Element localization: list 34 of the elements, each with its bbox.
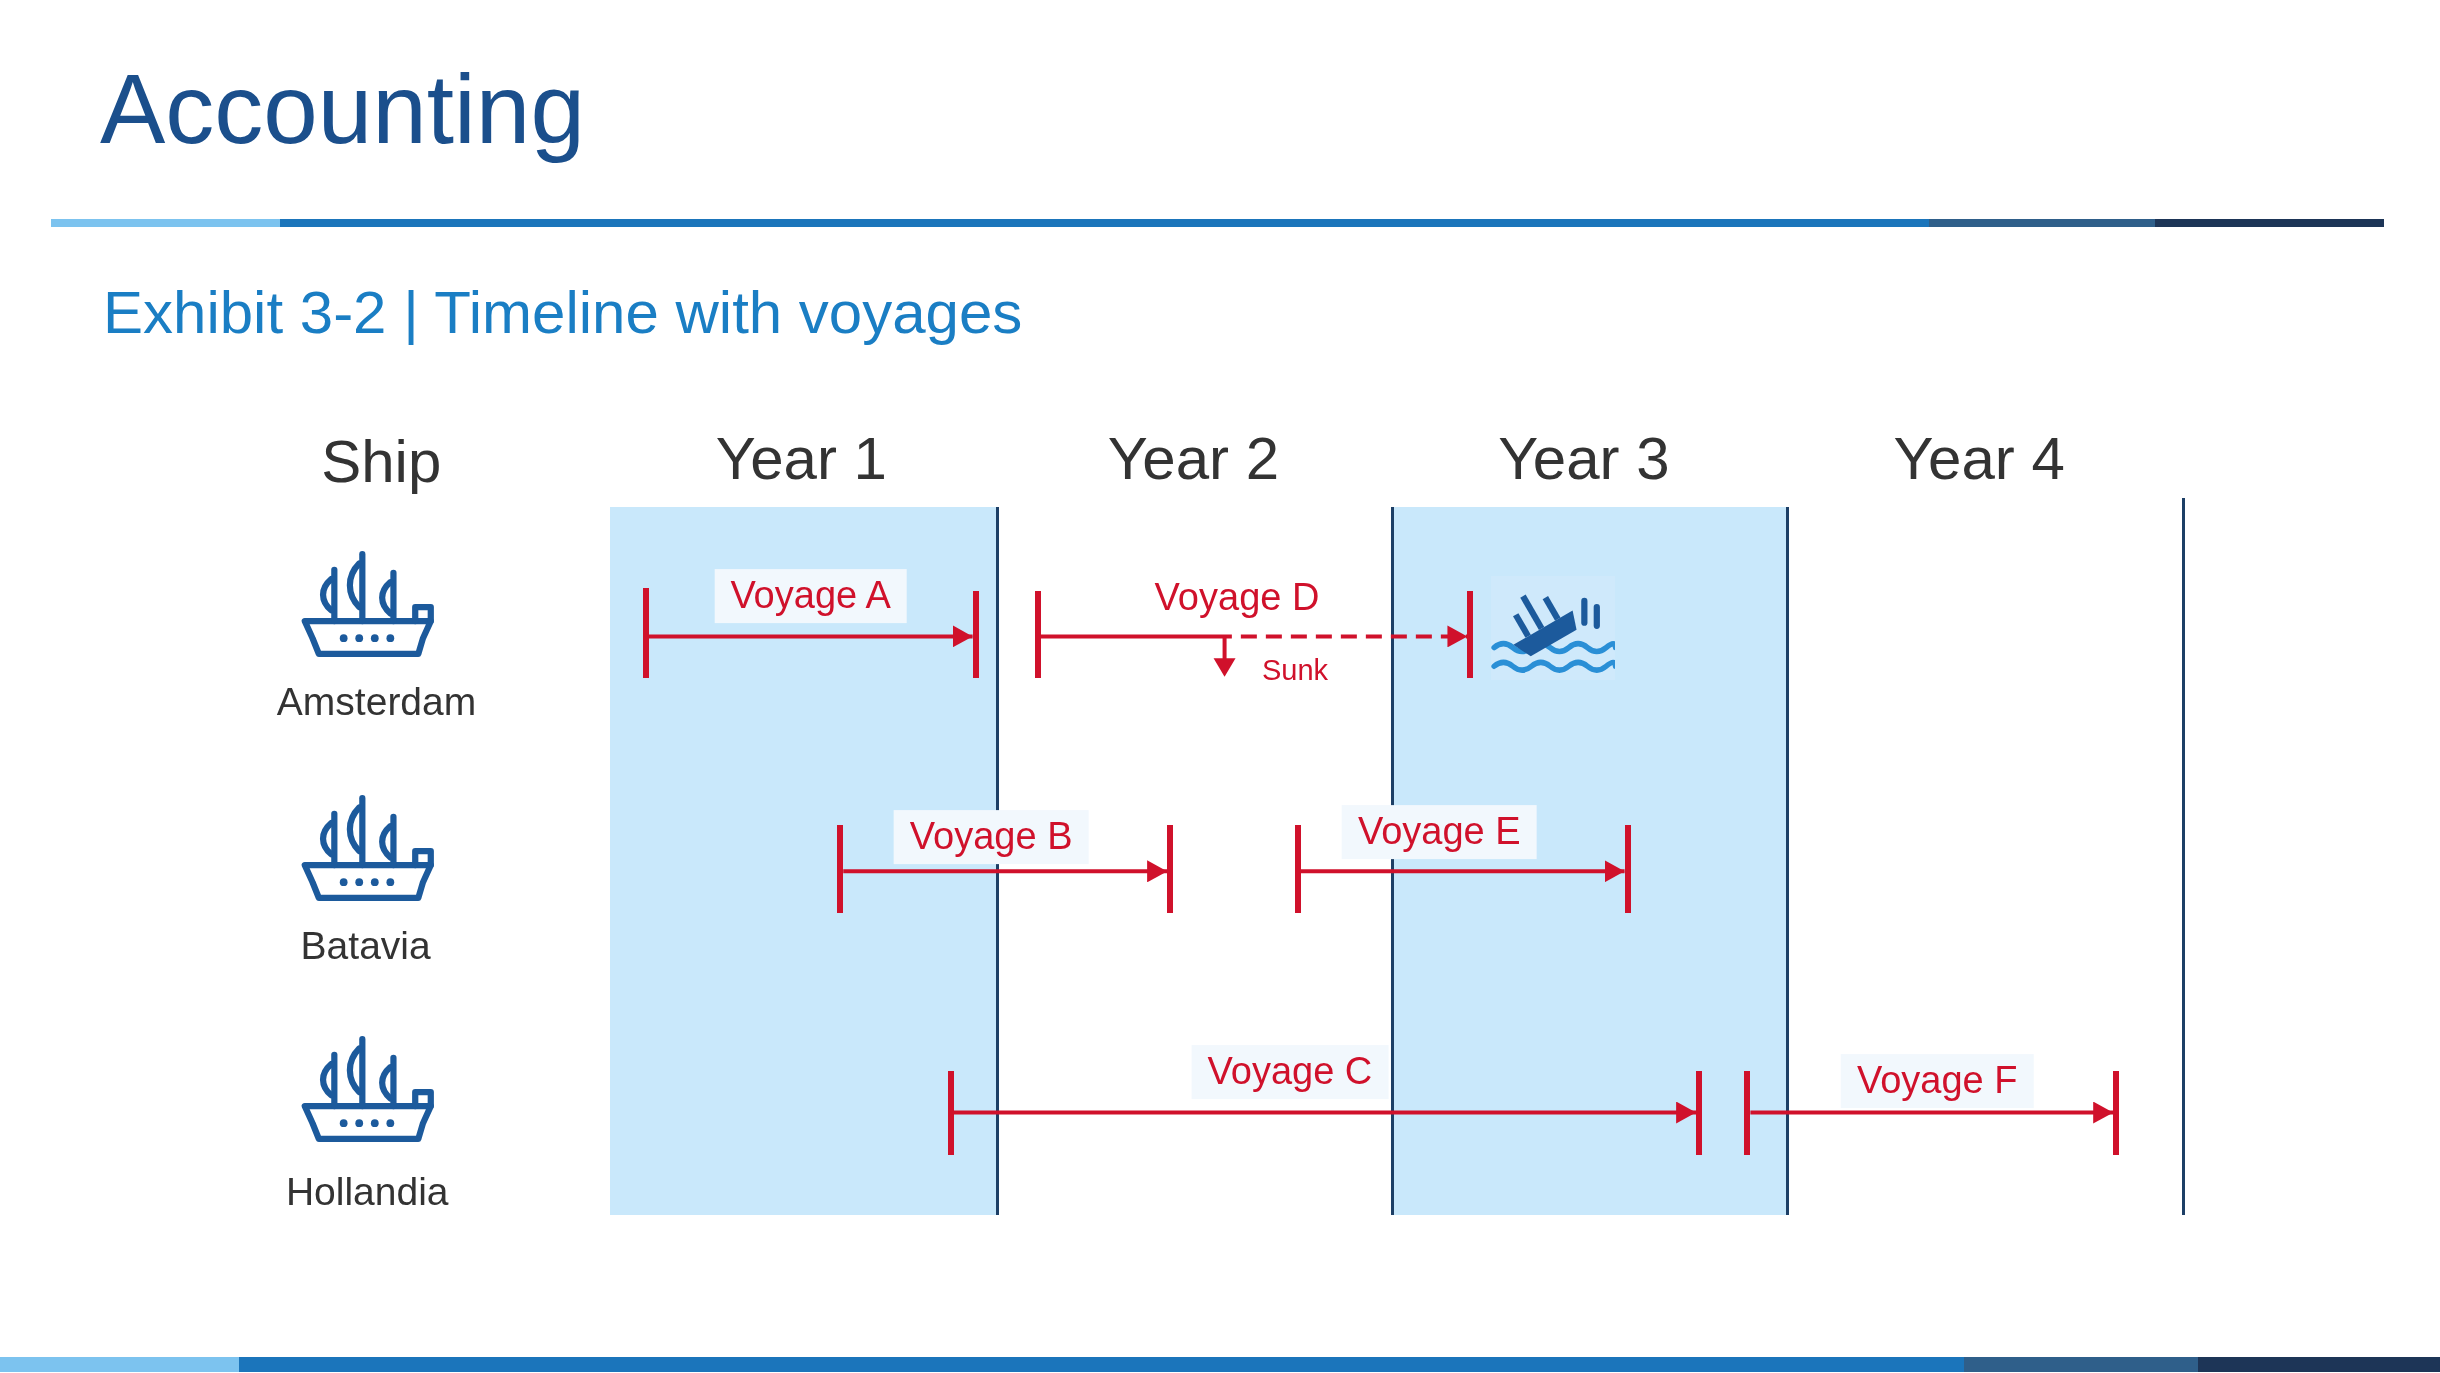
tick-bar <box>947 1070 954 1155</box>
tick-bar <box>2113 1070 2120 1155</box>
timeline-arrow <box>1040 625 1468 648</box>
slide-title: Accounting <box>100 56 585 164</box>
exhibit-caption: Exhibit 3-2 | Timeline with voyages <box>103 280 1023 346</box>
tick-bar <box>642 588 649 679</box>
edge-label: Voyage C <box>1191 1045 1389 1099</box>
timeline-arrow <box>648 625 973 648</box>
tick-bar <box>1167 824 1174 914</box>
column-header: Year 2 <box>1107 426 1280 492</box>
ship-name: Amsterdam <box>276 680 477 724</box>
tick-bar <box>972 591 979 679</box>
note-label: Sunk <box>1261 654 1328 687</box>
timeline-arrow <box>953 1101 1697 1124</box>
edge-label: Voyage A <box>714 569 907 623</box>
tick-bar <box>1294 824 1301 914</box>
tick-bar <box>1467 591 1474 679</box>
column-header: Year 4 <box>1893 426 2065 492</box>
timeline-arrow <box>843 860 1168 883</box>
ship-name: Hollandia <box>285 1170 449 1214</box>
column-header: Year 1 <box>715 426 887 492</box>
column-header: Ship <box>321 429 442 496</box>
edge-label: Voyage B <box>893 810 1089 864</box>
timeline-arrow <box>1750 1101 2114 1124</box>
tick-bar <box>837 824 844 914</box>
tick-bar <box>1744 1070 1751 1155</box>
column-header: Year 3 <box>1498 426 1670 492</box>
ship-name: Batavia <box>300 924 431 968</box>
edge-label: Voyage E <box>1341 805 1537 860</box>
tick-bar <box>1624 824 1631 914</box>
timeline-arrow <box>1300 860 1625 883</box>
edge-label: Voyage F <box>1840 1054 2034 1109</box>
tick-bar <box>1696 1070 1703 1155</box>
tick-bar <box>1034 591 1041 679</box>
